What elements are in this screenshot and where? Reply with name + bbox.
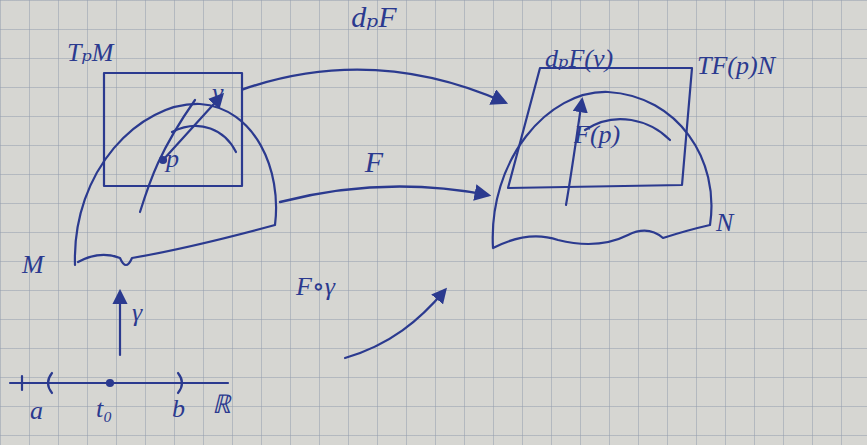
manifold-label: M: [22, 252, 44, 278]
axis-label: b: [172, 396, 185, 422]
manifold-label: N: [716, 210, 733, 236]
point-p: [160, 157, 166, 163]
tangent-space-label: TₚM: [67, 40, 114, 66]
manifold: M: [70, 100, 280, 270]
map-label: γ: [132, 300, 142, 326]
axis-label: ℝ: [212, 392, 231, 418]
tangent-space-label: TF(p)N: [697, 53, 775, 79]
map-arrow: [280, 186, 488, 202]
vector-label: dₚF(v): [545, 46, 613, 72]
image-curve: [566, 100, 582, 205]
interval-open-left: [48, 373, 52, 393]
manifold: N: [488, 90, 723, 265]
real-line: [10, 382, 228, 384]
surface-arc: [172, 126, 236, 152]
point-t0: [107, 380, 113, 386]
vector-label: v: [212, 80, 224, 106]
axis-label: t₀: [96, 396, 112, 422]
tick: [21, 376, 23, 390]
point-label: p: [166, 146, 179, 172]
axis-label: a: [30, 398, 43, 424]
point-label: F(p): [574, 122, 620, 148]
gamma-arrow: [119, 292, 121, 355]
node-outline: [488, 90, 723, 265]
interval-open-right: [178, 373, 182, 393]
composition-arrow: [345, 290, 445, 358]
map-label: dₚF: [351, 2, 396, 32]
map-arrow: [243, 70, 505, 103]
map-label: F∘γ: [296, 274, 335, 300]
curve-gamma: [140, 100, 195, 212]
node-outline: [70, 100, 280, 270]
map-label: F: [365, 147, 383, 177]
